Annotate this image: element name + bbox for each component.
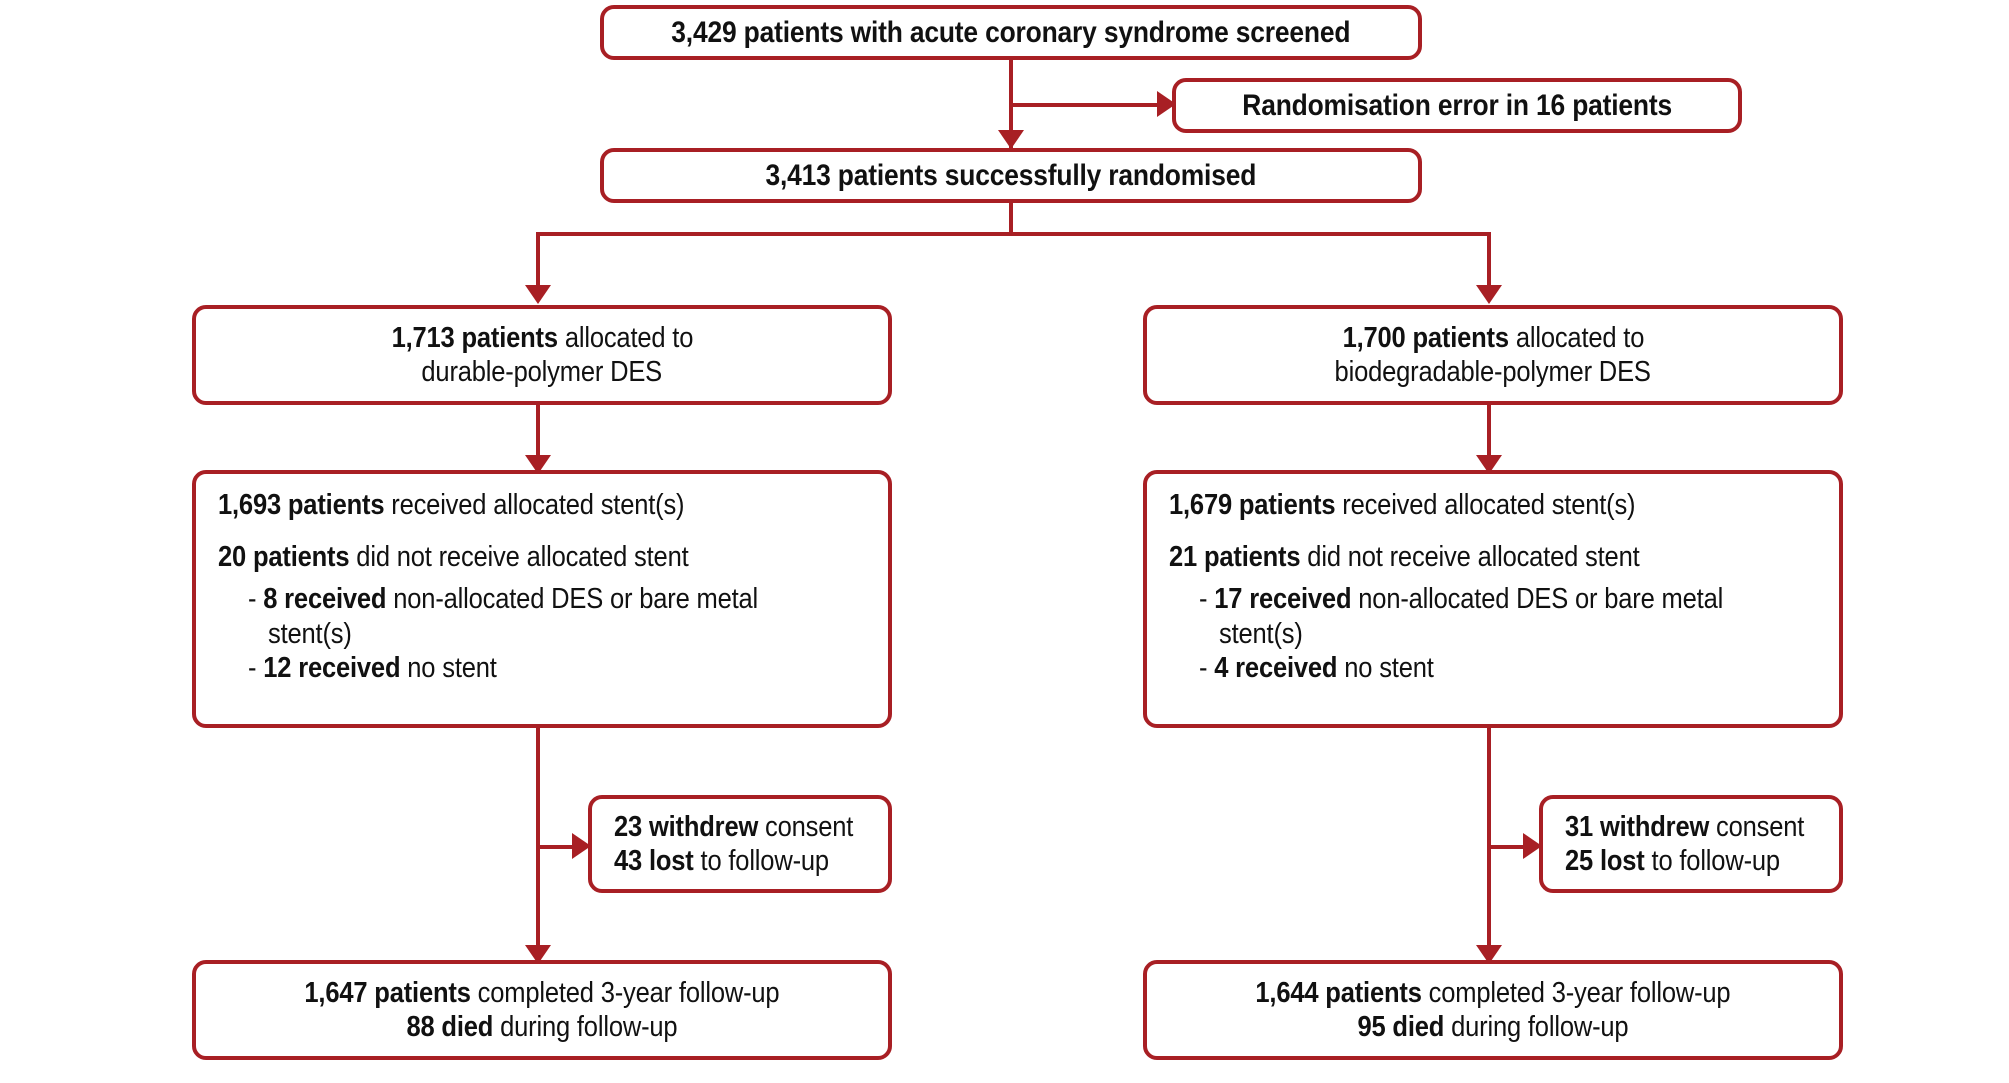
connector-treat-to-outcome-left [536, 728, 540, 960]
randomised-box: 3,413 patients successfully randomised [600, 148, 1422, 203]
exclusion-box: Randomisation error in 16 patients [1172, 78, 1742, 133]
arrow-alloc-to-treat-left [525, 455, 551, 474]
losses-box-right: 31 withdrew consent 25 lost to follow-up [1539, 795, 1843, 893]
arrow-alloc-to-treat-right [1476, 455, 1502, 474]
connector-to-exclusion [1009, 103, 1161, 107]
treatment-box-right: 1,679 patients received allocated stent(… [1143, 470, 1843, 728]
treatment-bullet-1-cont-left: stent(s) [268, 617, 352, 650]
treatment-notreceived-right: 21 patients did not receive allocated st… [1169, 541, 1640, 574]
arrow-to-left-allocation [525, 285, 551, 304]
treatment-bullet-2-right: - 4 received no stent [1199, 651, 1434, 684]
connector-split-left-down [536, 232, 540, 292]
treatment-received-left: 1,693 patients received allocated stent(… [218, 489, 685, 521]
allocation-line1-left: 1,713 patients allocated to [391, 321, 693, 354]
arrow-treat-to-outcome-left [525, 945, 551, 964]
allocation-box-left: 1,713 patients allocated to durable-poly… [192, 305, 892, 405]
losses-line1-left: 23 withdrew consent [614, 810, 854, 843]
outcome-box-right: 1,644 patients completed 3-year follow-u… [1143, 960, 1843, 1060]
connector-treat-to-outcome-right [1487, 728, 1491, 960]
screening-text: 3,429 patients with acute coronary syndr… [671, 15, 1351, 49]
exclusion-text: Randomisation error in 16 patients [1242, 88, 1672, 122]
connector-alloc-to-treat-left [536, 405, 540, 470]
connector-randomised-down [1009, 203, 1013, 235]
outcome-line1-left: 1,647 patients completed 3-year follow-u… [304, 976, 780, 1009]
connector-to-losses-right [1487, 845, 1527, 849]
outcome-box-left: 1,647 patients completed 3-year follow-u… [192, 960, 892, 1060]
allocation-line1-right: 1,700 patients allocated to [1342, 321, 1644, 354]
arrow-treat-to-outcome-right [1476, 945, 1502, 964]
treatment-box-left: 1,693 patients received allocated stent(… [192, 470, 892, 728]
allocation-line2-right: biodegradable-polymer DES [1334, 356, 1652, 388]
losses-box-left: 23 withdrew consent 43 lost to follow-up [588, 795, 892, 893]
outcome-line2-right: 95 died during follow-up [1357, 1011, 1629, 1043]
randomised-text: 3,413 patients successfully randomised [765, 158, 1257, 192]
losses-line2-right: 25 lost to follow-up [1565, 845, 1780, 877]
connector-split-right-down [1487, 232, 1491, 292]
connector-split-horizontal [536, 232, 1491, 236]
arrow-to-losses-right [1523, 833, 1542, 859]
treatment-notreceived-left: 20 patients did not receive allocated st… [218, 541, 689, 574]
connector-to-losses-left [536, 845, 576, 849]
treatment-bullet-2-left: - 12 received no stent [248, 651, 497, 684]
losses-line1-right: 31 withdrew consent [1565, 810, 1805, 843]
outcome-line2-left: 88 died during follow-up [406, 1011, 678, 1043]
treatment-bullet-1-cont-right: stent(s) [1219, 617, 1303, 650]
treatment-bullet-1-left: - 8 received non-allocated DES or bare m… [248, 583, 759, 616]
screening-box: 3,429 patients with acute coronary syndr… [600, 5, 1422, 60]
arrow-screening-to-randomised [998, 130, 1024, 149]
allocation-box-right: 1,700 patients allocated to biodegradabl… [1143, 305, 1843, 405]
treatment-bullet-1-right: - 17 received non-allocated DES or bare … [1199, 583, 1724, 616]
arrow-to-losses-left [572, 833, 591, 859]
arrow-to-right-allocation [1476, 285, 1502, 304]
allocation-line2-left: durable-polymer DES [421, 356, 663, 388]
arrow-to-exclusion [1157, 91, 1176, 117]
losses-line2-left: 43 lost to follow-up [614, 845, 829, 877]
treatment-received-right: 1,679 patients received allocated stent(… [1169, 489, 1636, 521]
outcome-line1-right: 1,644 patients completed 3-year follow-u… [1255, 976, 1731, 1009]
connector-alloc-to-treat-right [1487, 405, 1491, 470]
